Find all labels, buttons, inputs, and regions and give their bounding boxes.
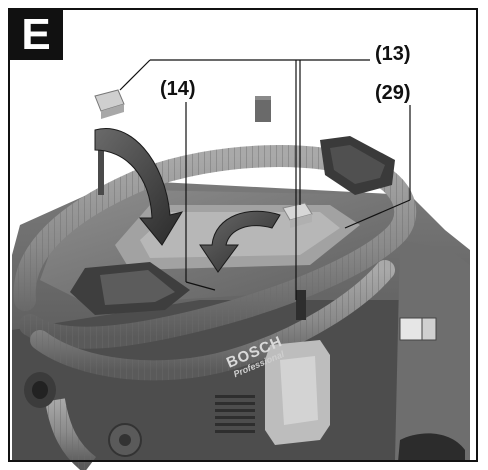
section-label: E xyxy=(9,9,63,60)
callout-29: (29) xyxy=(375,82,411,104)
callout-13: (13) xyxy=(375,43,411,65)
callout-14: (14) xyxy=(160,78,196,100)
